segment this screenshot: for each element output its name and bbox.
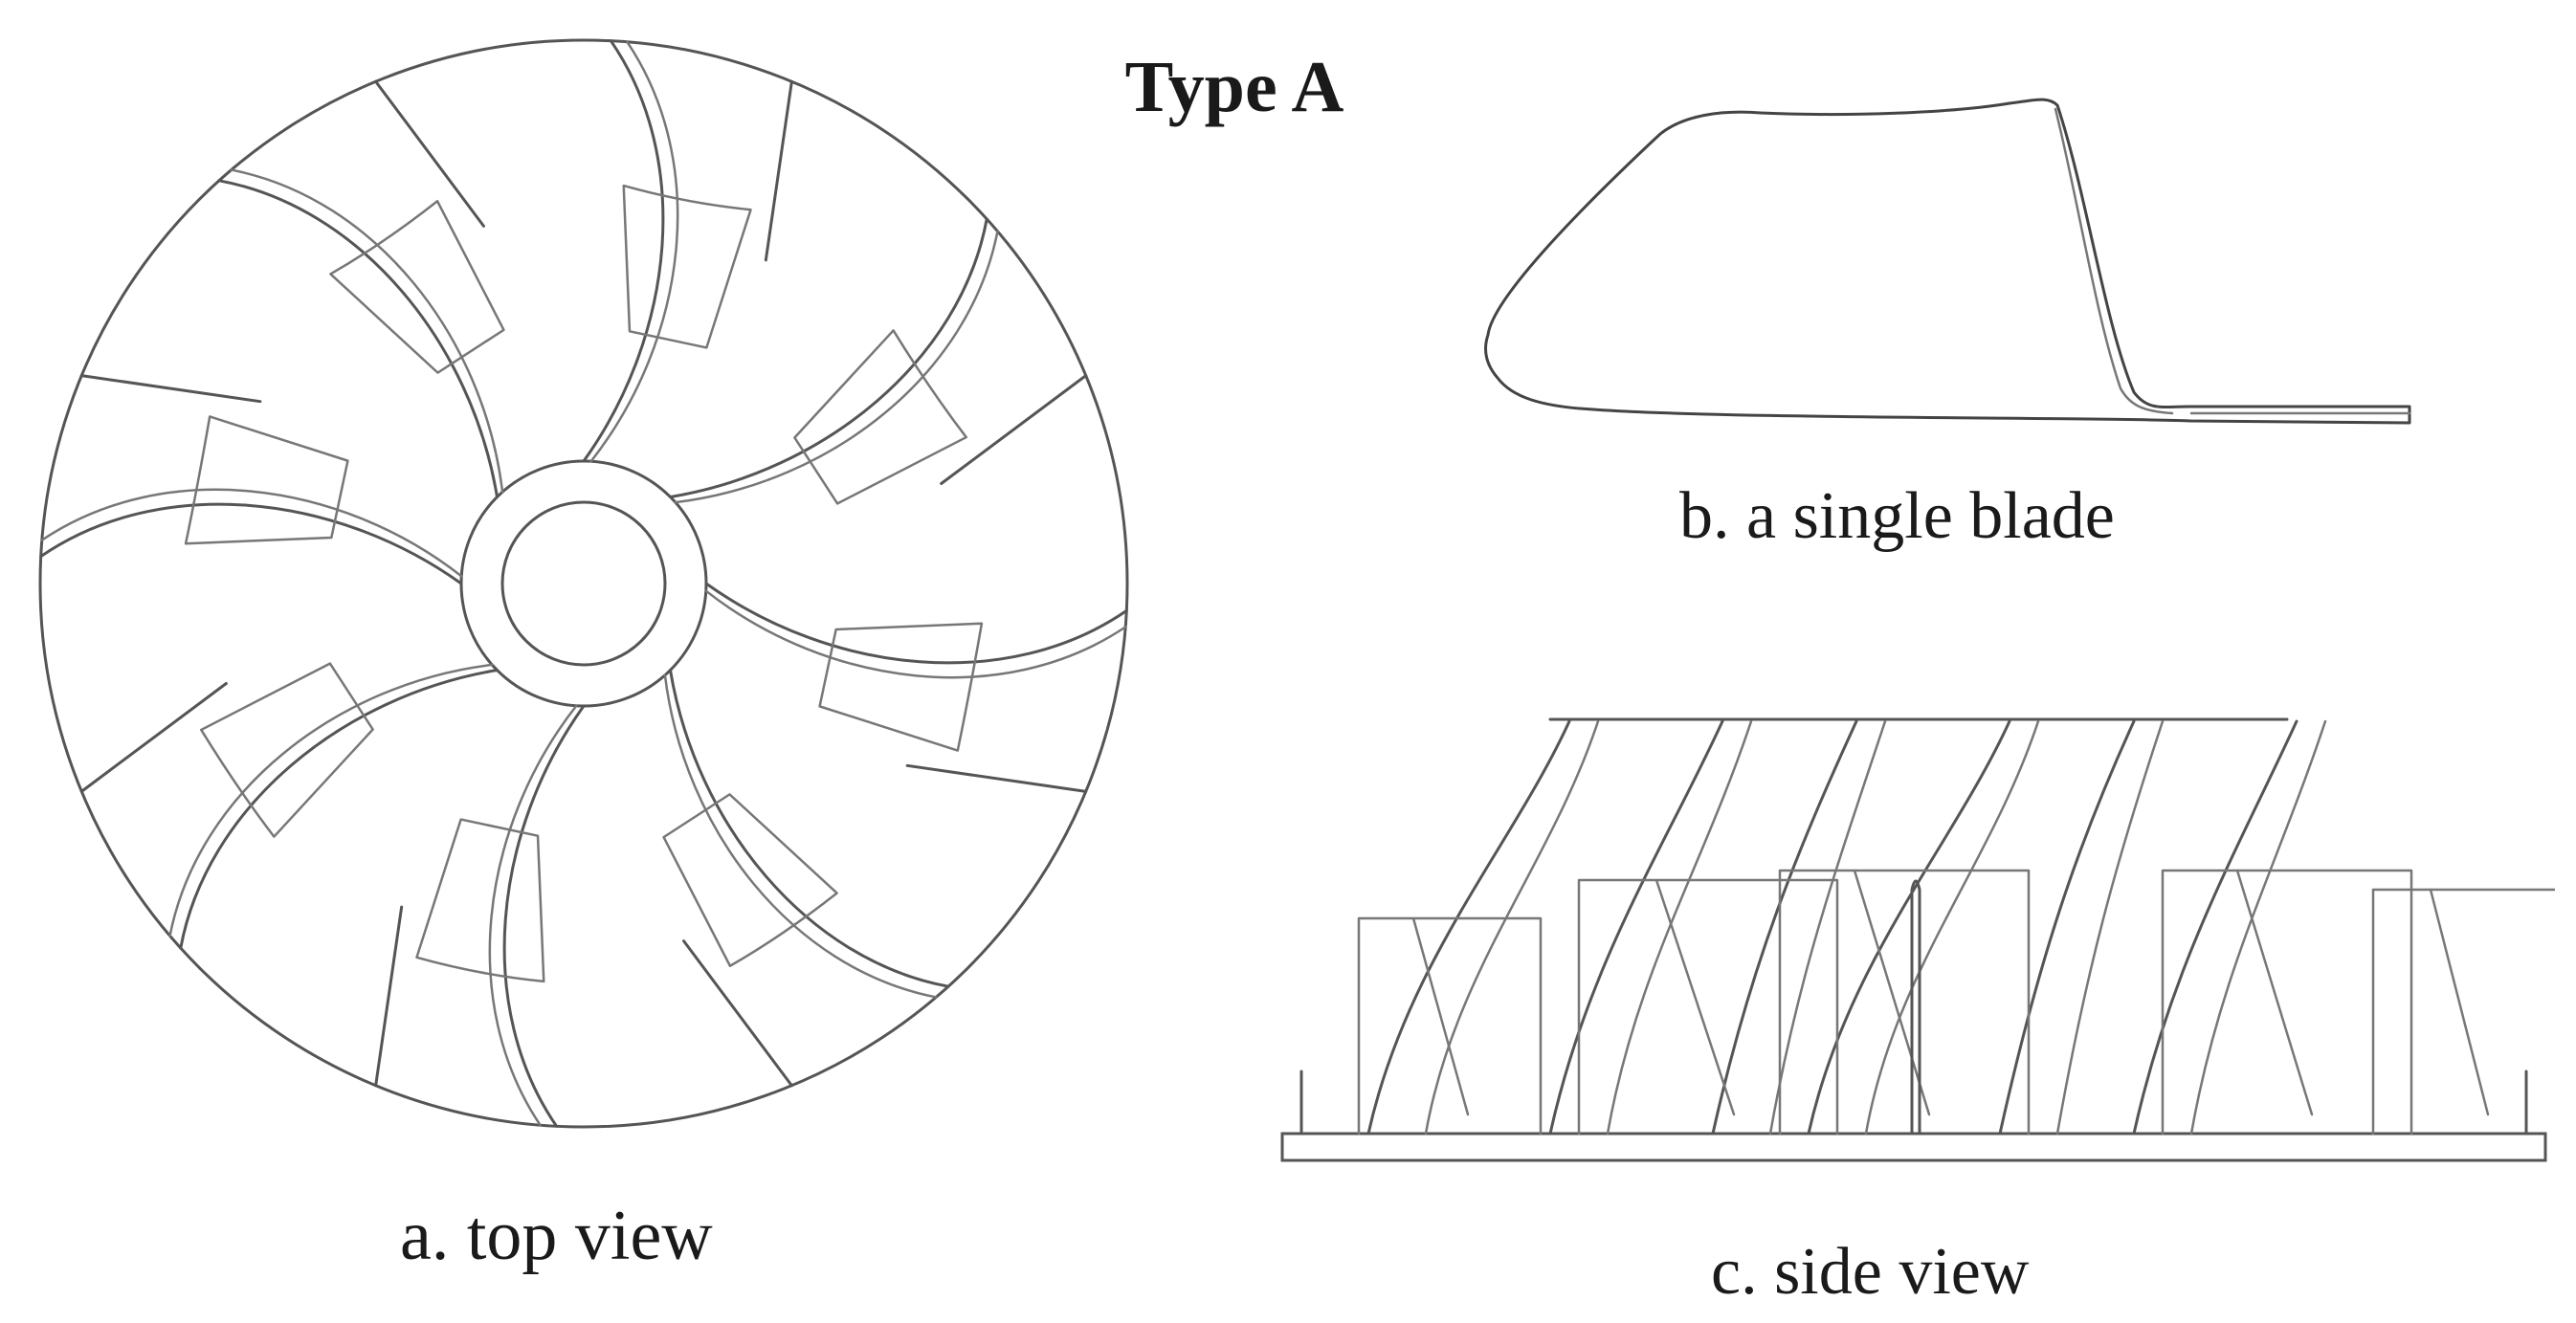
main-blade-line xyxy=(39,502,463,585)
side-blade-edge xyxy=(2055,719,2165,1136)
main-blade-line xyxy=(217,179,499,498)
center-blade xyxy=(1910,879,1921,1136)
blade-tip-outline xyxy=(662,793,838,967)
side-blade-curve xyxy=(1366,719,1571,1136)
caption-top-view: a. top view xyxy=(400,1197,713,1275)
main-blade-line xyxy=(179,669,499,950)
splitter-blade-diagonal xyxy=(1411,916,1470,1116)
splitter-blade-line xyxy=(764,79,793,262)
side-blade-curve xyxy=(2132,719,2298,1136)
main-blade-line xyxy=(582,39,665,463)
splitter-blade-line xyxy=(940,374,1088,485)
main-blade-edge xyxy=(704,589,1127,679)
main-blade-edge xyxy=(663,673,938,999)
hub-inner-circle xyxy=(500,500,667,667)
splitter-blade-outline xyxy=(1357,916,1543,1136)
main-blade-line xyxy=(669,217,988,498)
blade-edge-shading xyxy=(2054,107,2174,415)
blade-tip-outline xyxy=(818,622,984,752)
splitter-blade-outline xyxy=(1577,878,1839,1136)
splitter-blade-diagonal xyxy=(1853,869,1931,1116)
base-plate xyxy=(1280,1132,2547,1162)
splitter-blade-outline xyxy=(2161,869,2413,1136)
splitter-blade-diagonal xyxy=(2429,888,2490,1116)
top-view-drawing xyxy=(38,38,1129,1129)
side-view-drawing xyxy=(1280,717,2555,1162)
blade-tip-outline xyxy=(200,662,374,838)
caption-single-blade: b. a single blade xyxy=(1679,479,2115,553)
side-blade-curve xyxy=(1807,719,2011,1136)
main-blade-line xyxy=(502,704,586,1128)
main-blade-edge xyxy=(589,40,679,463)
side-blade-edge xyxy=(1768,719,1887,1136)
splitter-blade-diagonal xyxy=(2235,869,2314,1116)
single-blade-drawing xyxy=(1484,98,2411,425)
blade-tip-outline xyxy=(415,818,545,983)
top-view-blades xyxy=(39,39,1128,1128)
side-blade-curve xyxy=(1711,719,1858,1136)
splitter-blade-outline xyxy=(2371,888,2555,1136)
splitter-blade-line xyxy=(682,939,793,1088)
blade-tip-outline xyxy=(622,184,752,349)
blade-profile xyxy=(1484,98,2411,425)
blade-tip-outline xyxy=(184,415,349,545)
blade-tip-outline xyxy=(329,200,505,374)
splitter-blade-line xyxy=(79,682,228,793)
main-blade-line xyxy=(669,669,950,988)
main-blade-edge xyxy=(230,168,504,494)
main-blade-line xyxy=(704,582,1128,665)
splitter-blade-line xyxy=(374,905,404,1088)
main-blade-edge xyxy=(488,704,578,1127)
splitter-blade-line xyxy=(79,374,262,404)
main-blade-edge xyxy=(40,488,463,578)
side-blade-curve xyxy=(1998,719,2136,1136)
side-view-blades xyxy=(1299,719,2555,1136)
splitter-blade-diagonal xyxy=(1654,878,1736,1116)
side-blade-edge xyxy=(2189,719,2327,1136)
side-blade-curve xyxy=(1548,719,1724,1136)
figure-title: Type A xyxy=(1124,47,1344,127)
side-blade-edge xyxy=(1424,719,1600,1136)
main-blade-edge xyxy=(168,663,494,937)
side-blade-edge xyxy=(1606,719,1753,1136)
blade-tip-outline xyxy=(793,329,967,505)
splitter-blade-outline xyxy=(1778,869,2031,1136)
splitter-blade-line xyxy=(374,79,485,228)
impeller-outer-rim xyxy=(38,38,1129,1129)
splitter-blade-line xyxy=(905,763,1088,793)
side-blade-edge xyxy=(1864,719,2040,1136)
caption-side-view: c. side view xyxy=(1711,1235,2030,1309)
main-blade-edge xyxy=(674,230,999,504)
